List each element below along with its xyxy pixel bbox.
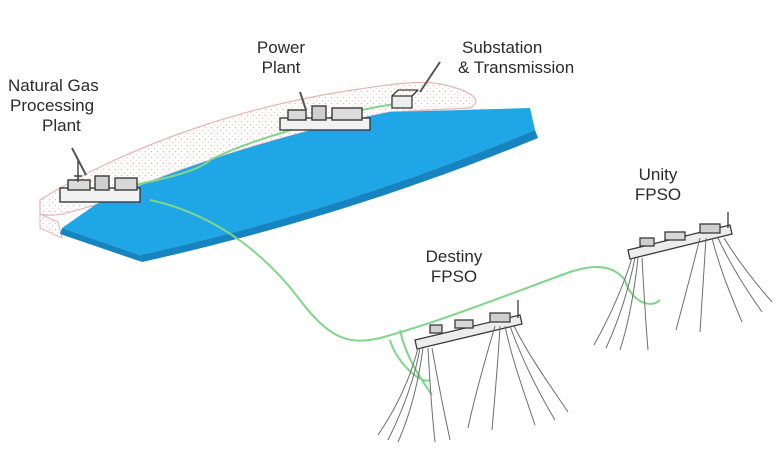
label-destiny-line-2: FPSO: [430, 267, 478, 286]
label-unity-line-1: Unity: [638, 165, 678, 184]
label-substation-transmission: Substation & Transmission: [458, 38, 574, 78]
destiny-fpso-risers: [377, 325, 569, 443]
label-power-plant-line-1: Power: [256, 38, 306, 57]
label-substation-line-2: & Transmission: [458, 58, 575, 77]
label-gas-plant-line-2: Processing: [10, 96, 95, 115]
unity-fpso-risers: [593, 237, 773, 351]
label-gas-plant-line-3: Plant: [42, 116, 81, 135]
label-destiny-line-1: Destiny: [425, 247, 483, 266]
substation-leader-line: [419, 61, 441, 93]
substation-equipment: [391, 89, 419, 109]
power-plant-equipment: [279, 105, 371, 131]
label-substation-line-1: Substation: [462, 38, 543, 57]
label-natural-gas-processing-plant: Natural Gas Processing Plant: [8, 76, 99, 136]
unity-fpso-vessel: [627, 212, 733, 260]
gas-plant-leader-line: [71, 147, 87, 176]
power-plant-leader-line: [299, 91, 307, 111]
coastal-water: [60, 108, 538, 262]
label-destiny-fpso: Destiny FPSO: [414, 247, 494, 287]
gas-processing-plant-equipment: [59, 160, 141, 203]
label-unity-fpso: Unity FPSO: [626, 165, 690, 205]
label-power-plant-line-2: Plant: [261, 58, 301, 77]
label-gas-plant-line-1: Natural Gas: [8, 76, 99, 95]
destiny-fpso-vessel: [414, 300, 523, 350]
label-unity-line-2: FPSO: [634, 185, 682, 204]
label-power-plant: Power Plant: [246, 38, 316, 78]
